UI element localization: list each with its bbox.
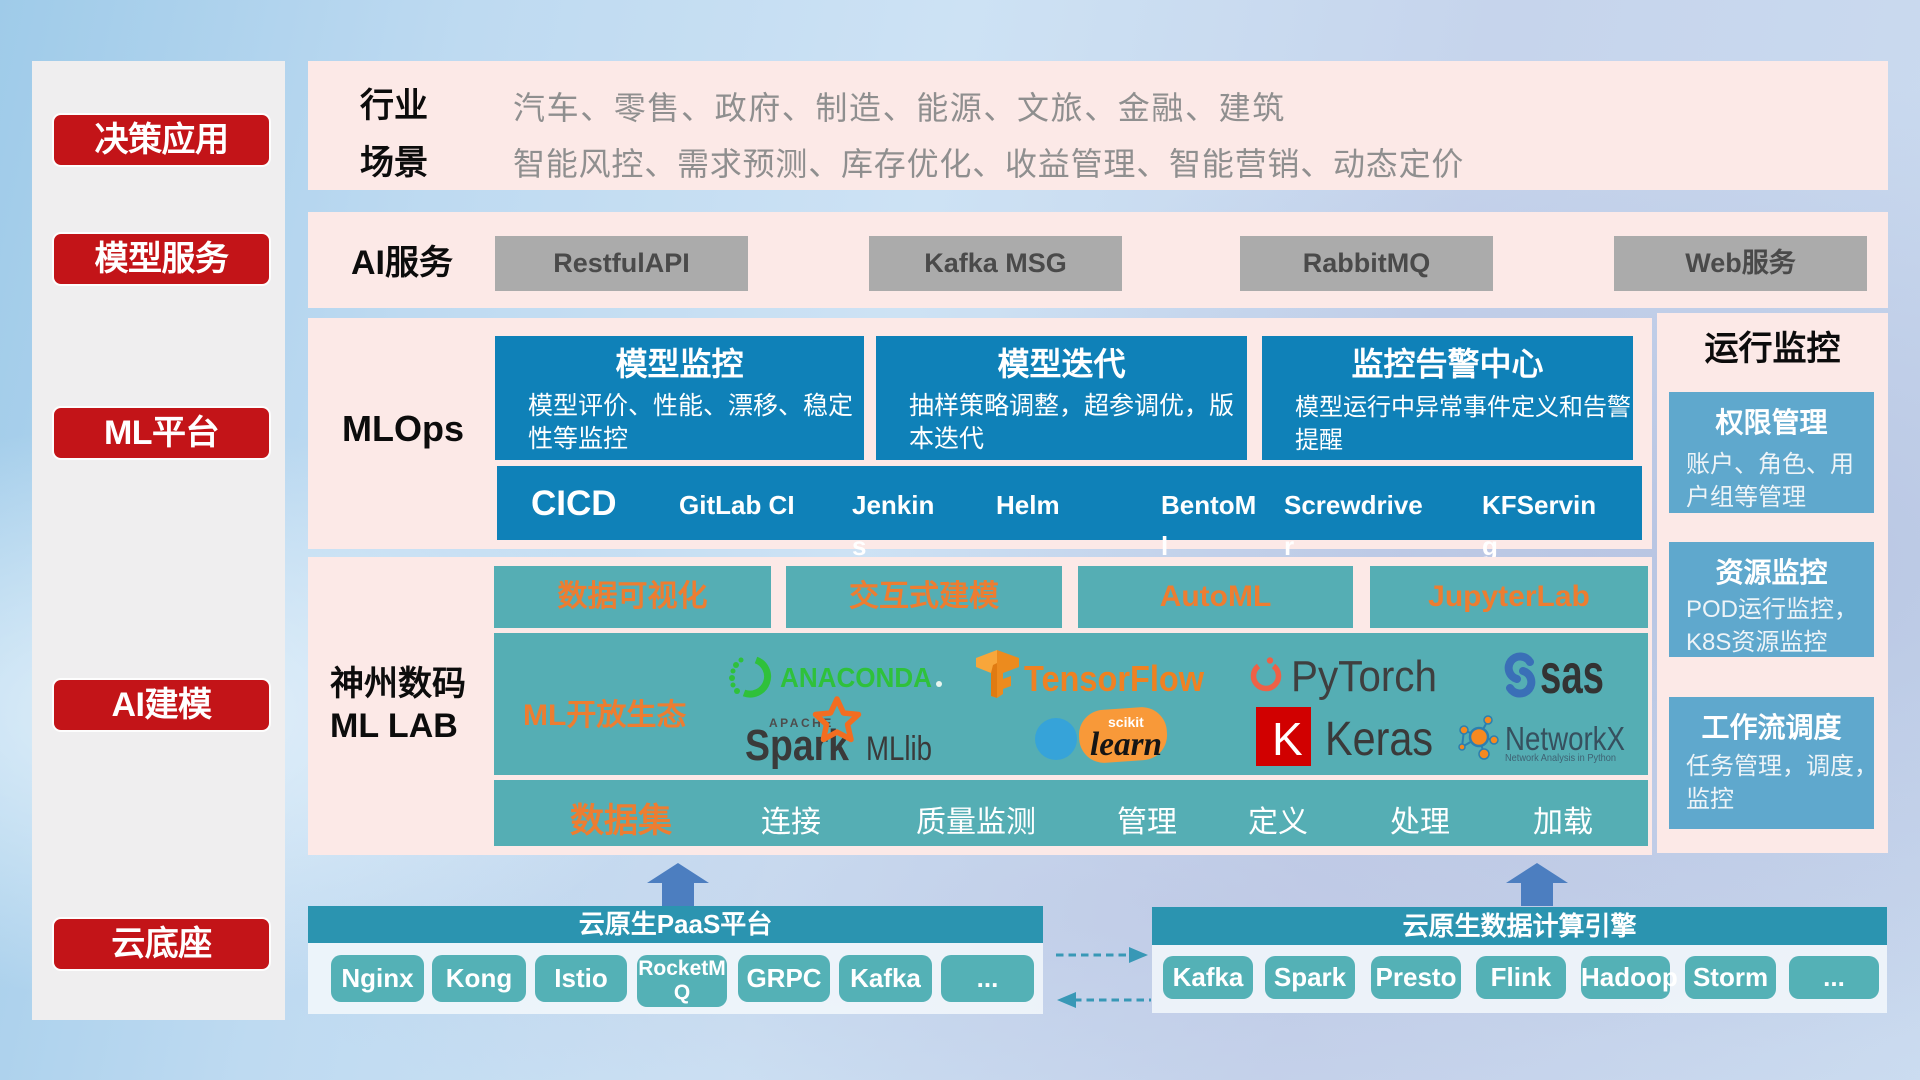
svg-text:TensorFlow: TensorFlow [1024,658,1205,699]
svg-text:APACHE: APACHE [769,716,834,730]
svg-text:NetworkX: NetworkX [1505,720,1625,757]
svg-text:sas: sas [1540,642,1604,705]
svg-text:Network Analysis in Python: Network Analysis in Python [1505,752,1616,764]
svg-text:Keras: Keras [1325,713,1433,766]
svg-text:MLlib: MLlib [866,730,932,768]
svg-text:PyTorch: PyTorch [1291,652,1437,701]
svg-text:learn: learn [1090,726,1162,763]
svg-text:K: K [1272,713,1303,765]
svg-text:Spark: Spark [745,721,849,770]
svg-text:ANACONDA: ANACONDA [780,662,932,693]
svg-text:scikit: scikit [1108,714,1144,730]
